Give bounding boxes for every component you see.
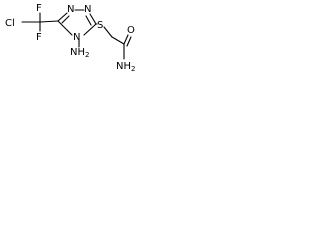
atom-label-n-ring-amino: N [73,32,80,43]
amino-nh-text: NH [70,47,85,58]
atom-label-n-top-right: N [84,4,91,15]
bond-n4-c5 [57,20,73,36]
amino-subscript: 2 [85,51,89,59]
molecule-structure: N N N NH2 S O NH2 F F Cl [5,3,135,73]
bond-c-o-double [126,36,132,47]
atom-label-chlorine: Cl [5,18,15,29]
bond-c3-n4 [83,23,97,36]
atom-label-oxygen: O [127,25,135,36]
bond-n2-c3-double [85,15,92,26]
atom-label-amino-nh: NH2 [70,47,89,59]
bond-c-o [123,34,129,45]
bond-n2-c3 [89,13,97,25]
atom-label-amide-nh: NH2 [116,61,135,73]
bond-s-ch2 [103,26,113,38]
bond-c5-n1 [57,12,68,22]
atom-label-sulfur: S [97,20,103,31]
bond-c5-n1-double [61,15,70,24]
atom-label-fluorine-bottom: F [36,32,42,43]
atom-label-n-top-left: N [67,4,74,15]
amide-nh-text: NH [116,61,131,72]
amide-subscript: 2 [131,65,135,73]
bond-ch2-c-amide [111,36,125,45]
atom-label-fluorine-top: F [36,3,42,14]
bond-c5-cf2cl [39,20,59,23]
